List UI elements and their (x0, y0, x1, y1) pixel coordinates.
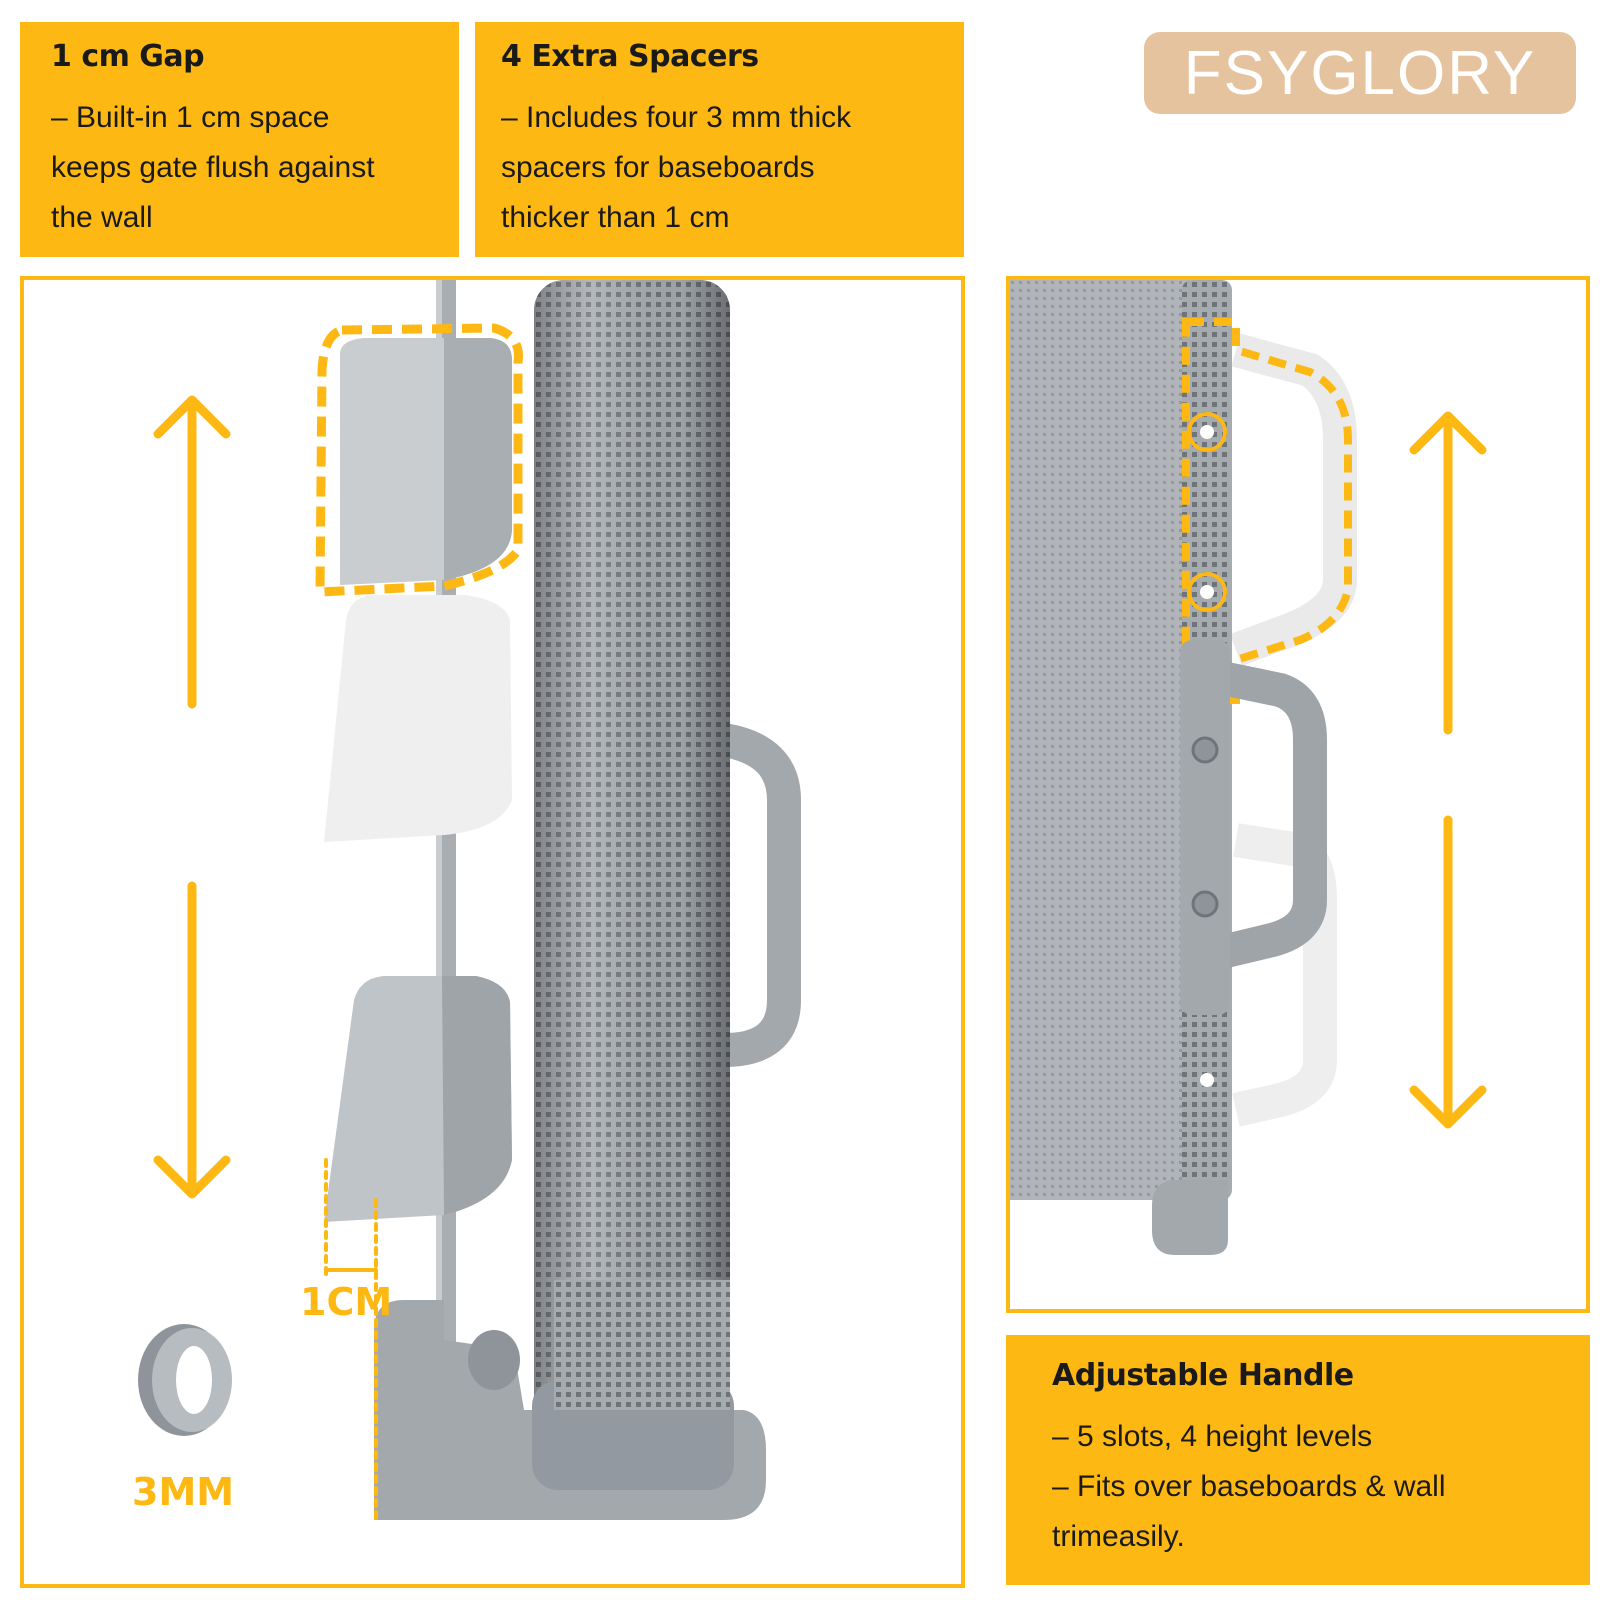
handle-ghost-upper (1230, 333, 1357, 666)
spacers-info-card: 4 Extra Spacers – Includes four 3 mm thi… (475, 22, 964, 257)
gate-base-foot-right (1152, 1180, 1228, 1255)
spacer-ring-icon (138, 1324, 232, 1436)
gate-handle (707, 723, 801, 1067)
bracket-screws (1191, 736, 1219, 918)
gap-card-body: – Built-in 1 cm space keeps gate flush a… (51, 101, 375, 234)
handle-illustration (1010, 280, 1487, 1255)
brand-badge: FSYGLORY (1144, 32, 1576, 114)
gap-measure-label: 1CM (300, 1280, 393, 1324)
arrow-up-icon (153, 395, 231, 709)
spacers-card-title: 4 Extra Spacers (501, 39, 759, 74)
handle-card-body: – 5 slots, 4 height levels – Fits over b… (1052, 1420, 1446, 1553)
gap-info-card: 1 cm Gap – Built-in 1 cm space keeps gat… (20, 22, 459, 257)
handle-illustration-panel (1006, 276, 1590, 1313)
handle-highlight-outline (1182, 318, 1352, 704)
handle-info-card: Adjustable Handle – 5 slots, 4 height le… (1006, 1335, 1590, 1585)
handle-card-title: Adjustable Handle (1052, 1358, 1354, 1393)
gap-dimension-marker (324, 1158, 378, 1522)
handle-slots (1200, 425, 1214, 1087)
adjustable-handle (1218, 661, 1327, 969)
gate-post-illustration (138, 280, 801, 1522)
handle-bracket (1180, 640, 1230, 1015)
spacers-card-body: – Includes four 3 mm thick spacers for b… (501, 101, 852, 234)
arrow-down-icon (153, 881, 231, 1199)
gap-illustration-panel: 1CM 3MM (20, 276, 965, 1588)
arrow-down-icon (1409, 815, 1487, 1129)
gate-fabric (1010, 280, 1190, 1200)
spacer-middle (324, 595, 512, 842)
arrow-up-icon (1409, 411, 1487, 735)
spacer-thickness-label: 3MM (132, 1470, 235, 1514)
gap-card-title: 1 cm Gap (51, 39, 205, 74)
